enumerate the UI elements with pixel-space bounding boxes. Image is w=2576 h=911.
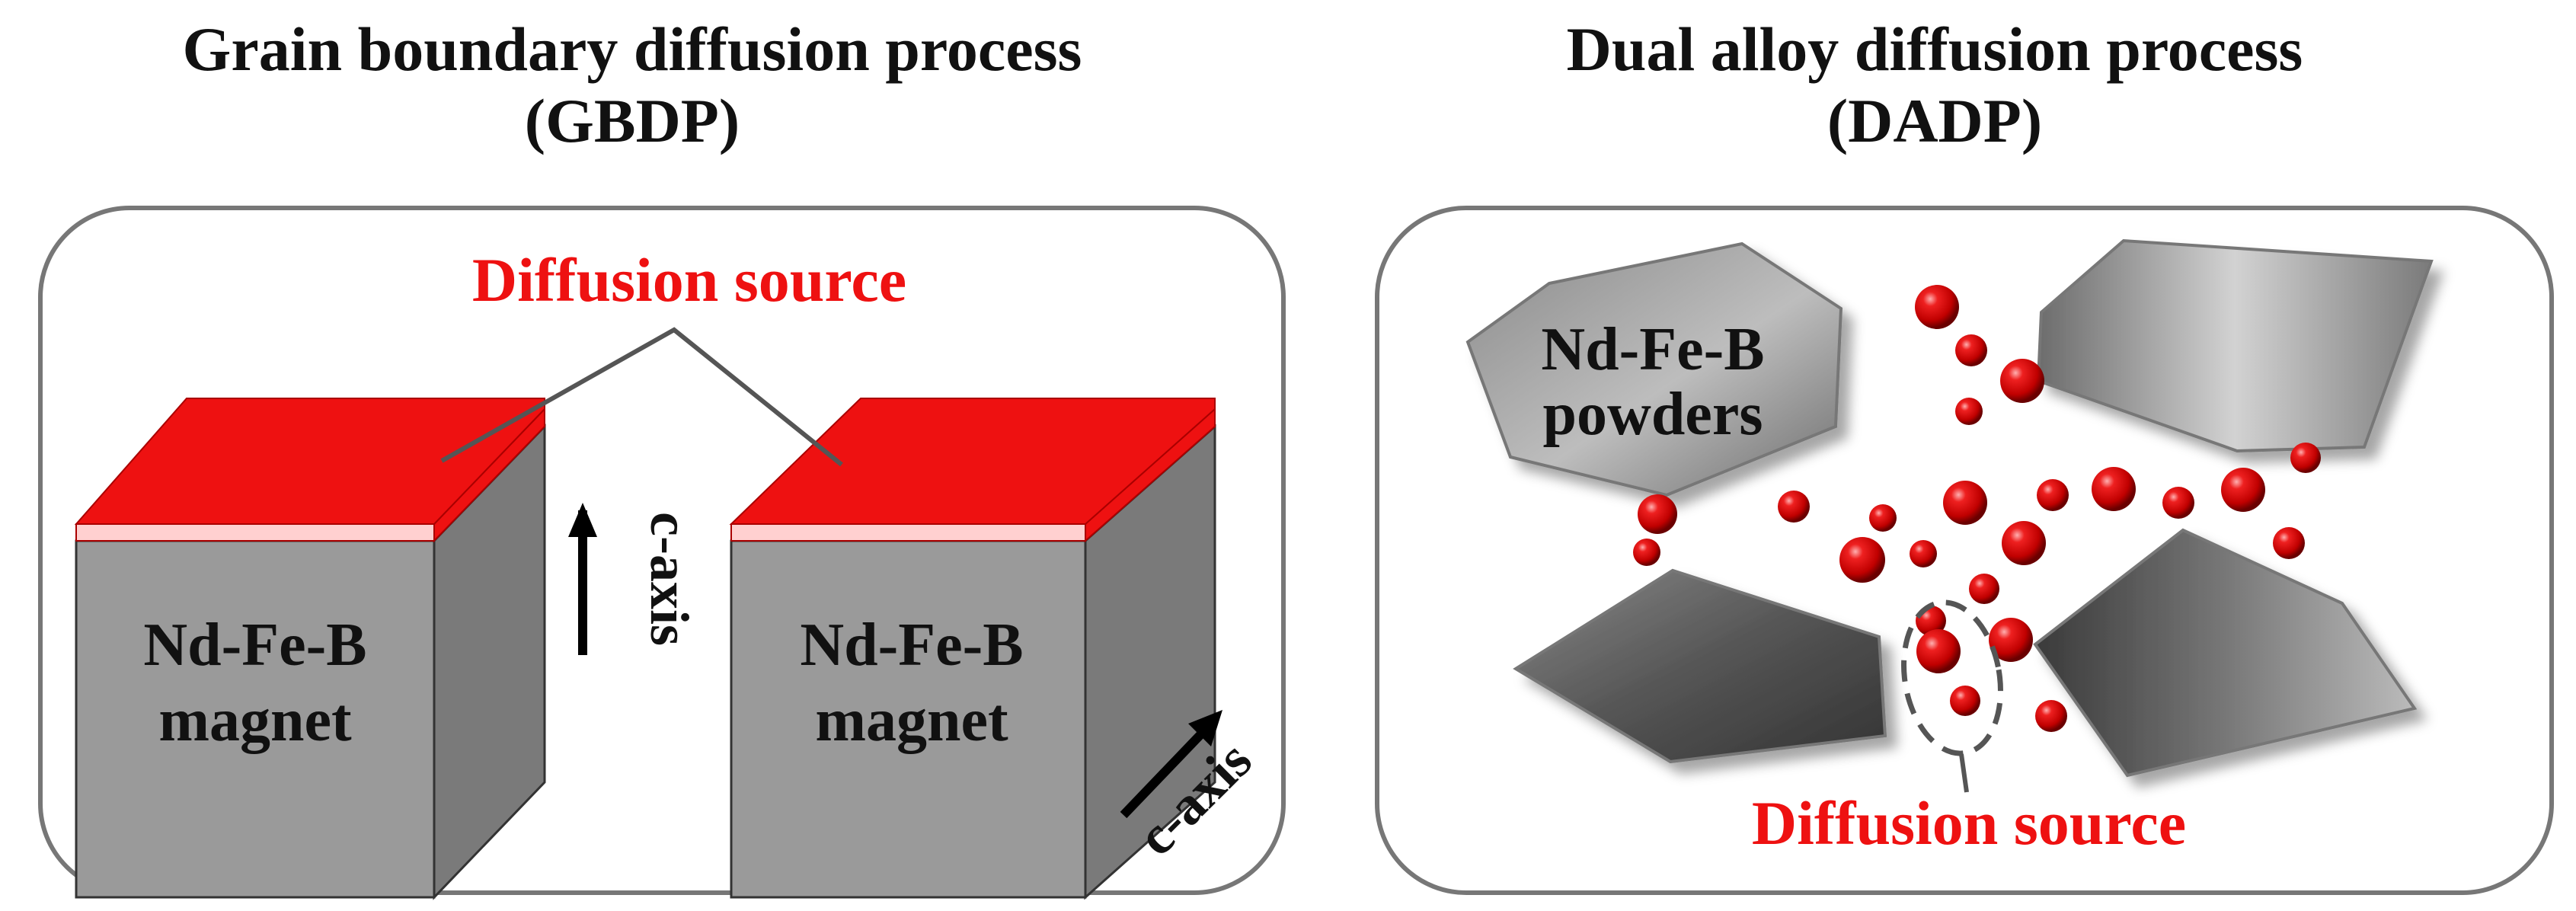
powder-label-line2: powders (1543, 381, 1763, 448)
diffusion-sphere (1916, 629, 1961, 673)
diffusion-sphere (1955, 334, 1987, 366)
diffusion-sphere (1969, 574, 1999, 604)
diffusion-sphere (1638, 494, 1677, 534)
diffusion-sphere (2092, 467, 2136, 511)
magnet-2: Nd-Fe-B magnet (729, 398, 1216, 900)
magnet-2-label-line2: magnet (815, 687, 1008, 754)
magnet-2-coating-front (730, 523, 1086, 542)
dadp-title: Dual alloy diffusion process (DADP) (1363, 14, 2506, 157)
c-axis-arrowhead-vertical (568, 503, 597, 537)
diffusion-sphere (1950, 686, 1980, 716)
magnet-2-coating-top (729, 398, 1216, 525)
diffusion-sphere (2002, 521, 2046, 565)
gbdp-source-pointer (440, 327, 843, 467)
magnet-1-label-line1: Nd-Fe-B (143, 612, 366, 679)
magnet-1-label-line2: magnet (158, 687, 352, 754)
dadp-source-label: Diffusion source (1752, 788, 2186, 858)
powder-grain-bottom-right (2033, 528, 2418, 778)
powder-label-line1: Nd-Fe-B (1541, 316, 1764, 383)
c-axis-arrow-diagonal (1120, 720, 1215, 819)
diffusion-sphere (2162, 487, 2194, 519)
diffusion-sphere (2035, 700, 2067, 732)
diffusion-sphere (1869, 504, 1897, 532)
gbdp-title-line2: (GBDP) (524, 86, 740, 155)
c-axis-arrowhead-diagonal (1188, 710, 1222, 746)
diffusion-sphere (1778, 491, 1810, 523)
diffusion-sphere (1955, 398, 1983, 425)
magnet-1-coating-front (75, 523, 435, 542)
powder-grain-top-left (1465, 241, 1843, 497)
dadp-title-line2: (DADP) (1827, 86, 2043, 155)
diffusion-sphere (2221, 468, 2265, 512)
gbdp-title: Grain boundary diffusion process (GBDP) (61, 14, 1203, 157)
diffusion-sphere (2037, 479, 2069, 511)
diffusion-sphere (2290, 443, 2321, 473)
magnet-1: Nd-Fe-B magnet (74, 398, 546, 900)
diffusion-source-highlight (1901, 599, 2003, 756)
diffusion-sphere (2000, 359, 2044, 403)
diffusion-sphere (1633, 539, 1660, 566)
diffusion-sphere (1943, 481, 1987, 525)
gbdp-title-line1: Grain boundary diffusion process (182, 14, 1082, 84)
dadp-title-line1: Dual alloy diffusion process (1566, 14, 2303, 84)
diffusion-sphere (1989, 618, 2033, 662)
c-axis-label-vertical: c-axis (639, 512, 700, 646)
powder-grain-top-right (2036, 238, 2434, 453)
diffusion-sphere (1839, 537, 1885, 583)
powder-grain-bottom-left (1513, 568, 1887, 764)
diffusion-sphere (1915, 285, 1959, 329)
magnet-2-label-line1: Nd-Fe-B (800, 612, 1023, 679)
dadp-source-pointer (1959, 753, 1969, 793)
diffusion-sphere (1910, 540, 1937, 567)
diffusion-spheres (1633, 285, 2321, 732)
gbdp-source-label: Diffusion source (472, 245, 906, 315)
diffusion-sphere (2273, 527, 2305, 559)
